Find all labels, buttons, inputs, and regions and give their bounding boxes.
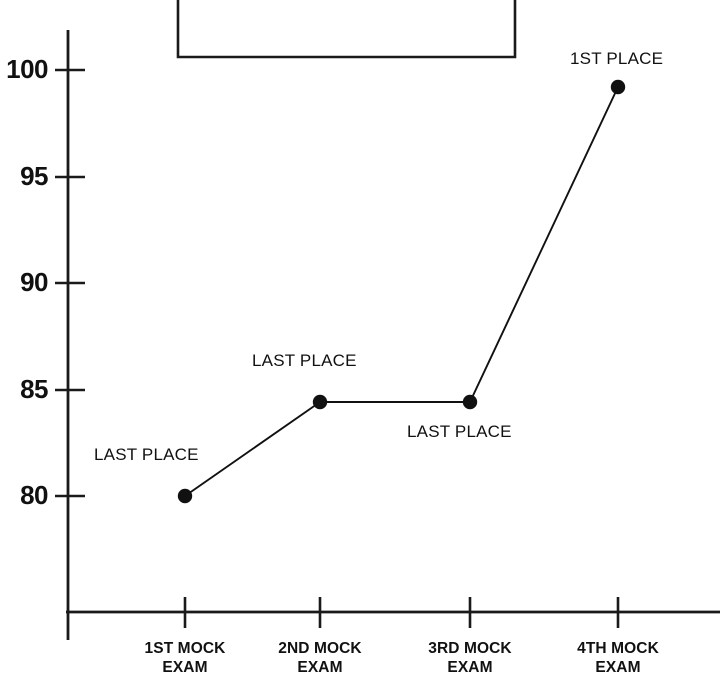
y-tick-label-95: 95 bbox=[20, 161, 48, 191]
y-tick-label-100: 100 bbox=[6, 54, 48, 84]
point-annotation-4: 1ST PLACE bbox=[570, 49, 664, 68]
y-tick-label-80: 80 bbox=[20, 480, 48, 510]
y-tick-marks bbox=[55, 68, 85, 498]
point-annotation-2: LAST PLACE bbox=[252, 351, 357, 370]
x-tick-label-4th-mock-exam: 4TH MOCK EXAM bbox=[577, 640, 659, 676]
data-line-series-1 bbox=[184, 86, 619, 497]
y-tick-label-90: 90 bbox=[20, 267, 48, 297]
x-tick-marks bbox=[183, 597, 620, 628]
data-point-2[interactable] bbox=[312, 394, 328, 410]
x-tick-label-1st-mock-exam: 1ST MOCK EXAM bbox=[144, 640, 226, 676]
x-tick-label-3rd-mock-exam: 3RD MOCK EXAM bbox=[428, 640, 512, 676]
point-annotation-3: LAST PLACE bbox=[407, 422, 512, 441]
x-tick-label-2nd-mock-exam: 2ND MOCK EXAM bbox=[278, 640, 362, 676]
point-annotation-1: LAST PLACE bbox=[94, 445, 199, 464]
data-point-1[interactable] bbox=[177, 488, 193, 504]
y-tick-label-85: 85 bbox=[20, 374, 48, 404]
legend-box-frame bbox=[176, 0, 517, 59]
data-point-4[interactable] bbox=[610, 79, 626, 95]
data-point-markers bbox=[177, 79, 626, 504]
data-point-3[interactable] bbox=[462, 394, 478, 410]
